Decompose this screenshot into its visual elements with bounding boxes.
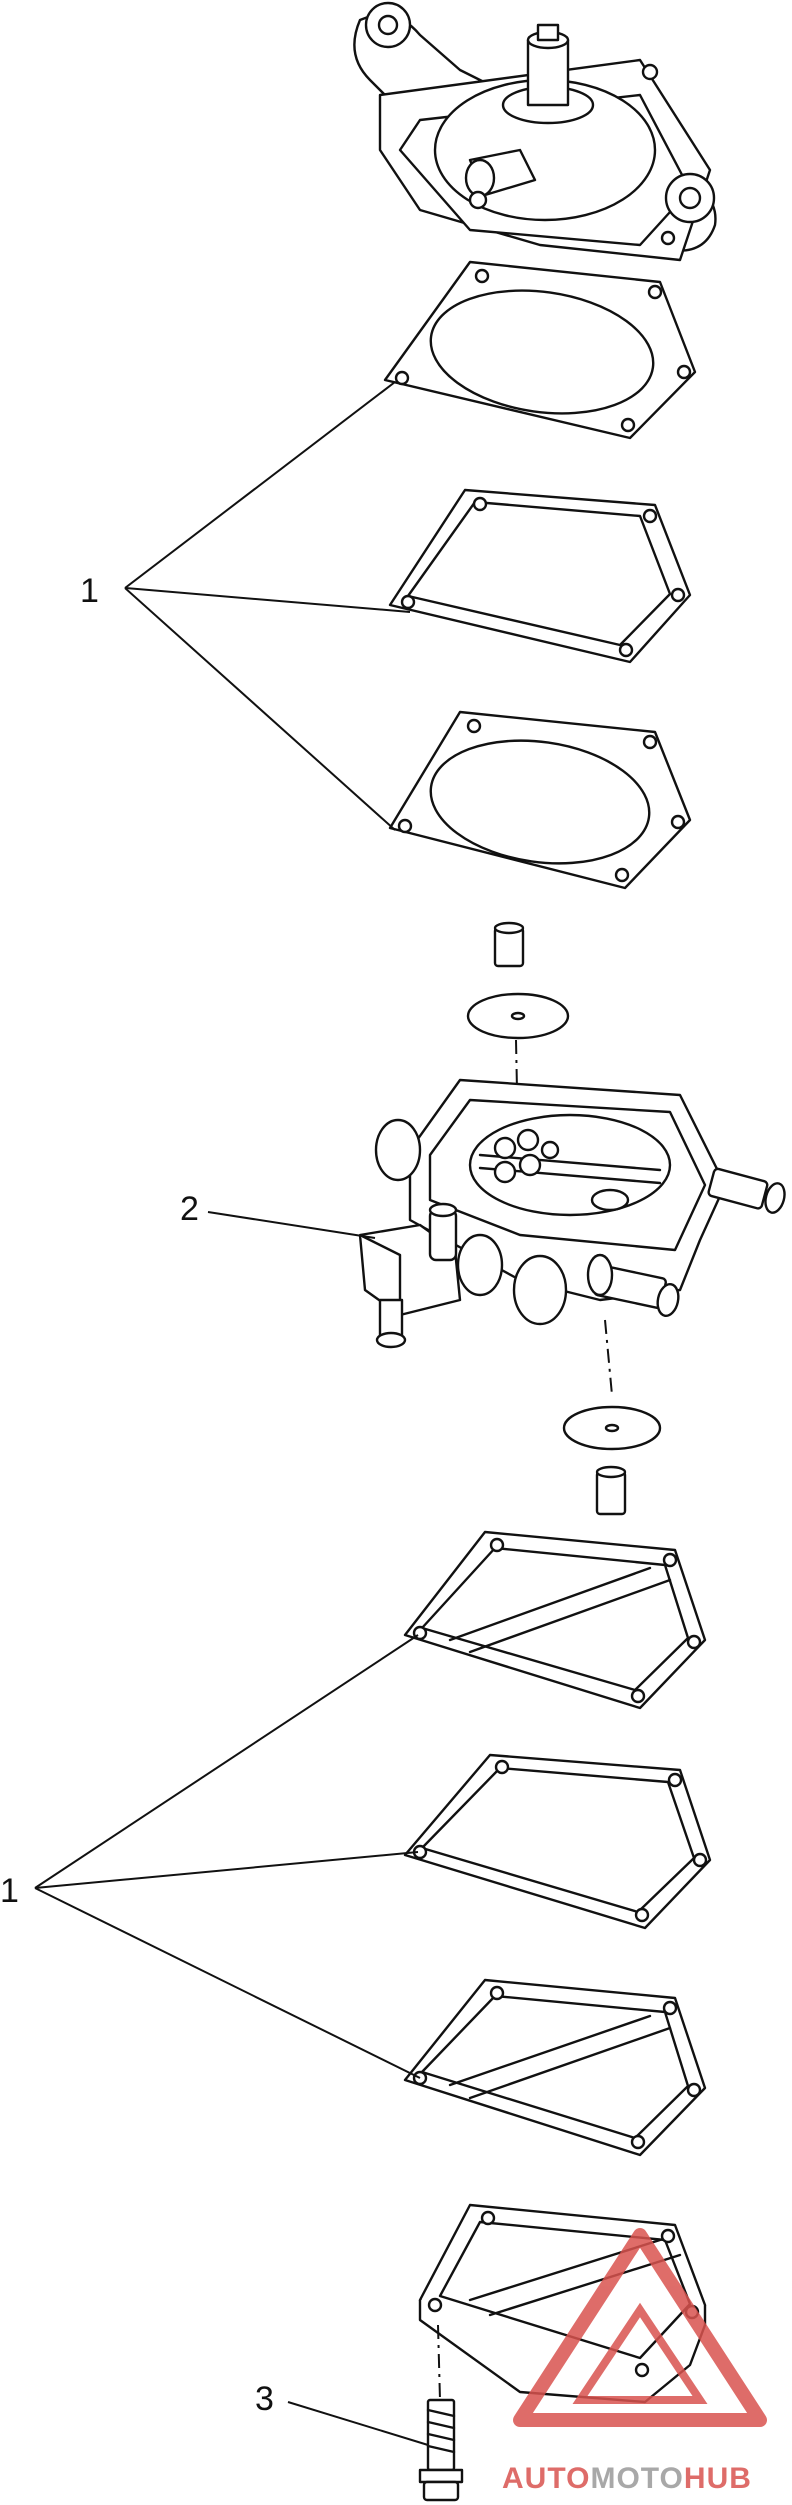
- svg-text:AUTOMOTOHUB: AUTOMOTOHUB: [502, 2462, 752, 2495]
- callout-1-upper: 1: [80, 381, 411, 831]
- gasket-upper-2: [388, 488, 692, 664]
- gasket-upper-1: [383, 260, 697, 440]
- gasket-lower-2: [403, 1753, 712, 1930]
- callout-label: 3: [255, 2380, 274, 2418]
- washer-lower: [562, 1405, 662, 1451]
- callout-label: 1: [0, 1872, 19, 1910]
- watermark-logo: AUTOMOTOHUB: [502, 2228, 767, 2495]
- gasket-lower-1: [403, 1530, 707, 1710]
- gasket-lower-3: [403, 1978, 707, 2157]
- watermark-triangle: [513, 2228, 767, 2427]
- pump-cover-top: [353, 1, 717, 262]
- callout-1-lower: 1: [0, 1634, 421, 2079]
- pump-cover-bottom: [418, 2203, 707, 2404]
- callout-label: 1: [80, 572, 99, 610]
- watermark-text-auto: AUTO: [502, 2462, 590, 2495]
- screw: [418, 2398, 464, 2502]
- callout-3: 3: [255, 2380, 429, 2446]
- gasket-upper-3: [388, 710, 692, 890]
- pump-body: [358, 1078, 786, 1349]
- check-valve-upper: [493, 921, 525, 968]
- callout-label: 2: [180, 1190, 199, 1228]
- callout-2: 2: [180, 1190, 376, 1239]
- washer-upper: [466, 992, 570, 1040]
- watermark-text-moto: MOTO: [590, 2462, 683, 2495]
- centerline-lower: [604, 1319, 613, 1396]
- centerline-screw: [437, 2324, 441, 2401]
- watermark-text-hub: HUB: [684, 2462, 752, 2495]
- check-valve-lower: [595, 1465, 627, 1516]
